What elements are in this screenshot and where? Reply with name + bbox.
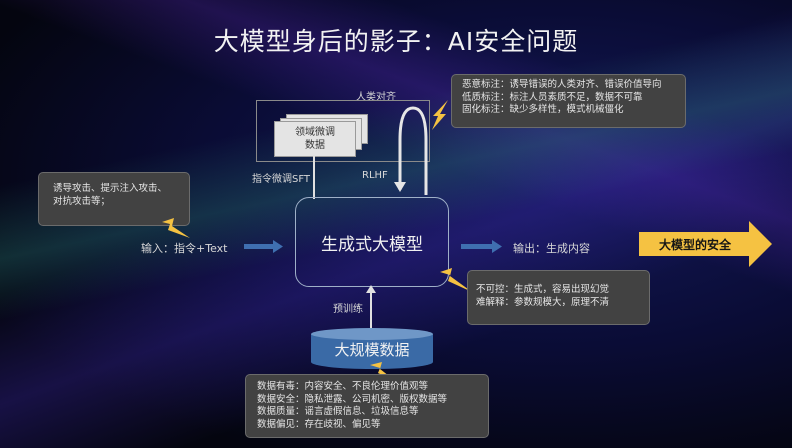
output-label: 输出：生成内容: [513, 242, 590, 255]
data-cylinder-top: [311, 328, 433, 340]
input-label: 输入：指令+Text: [141, 242, 228, 255]
rlhf-label: RLHF: [362, 170, 388, 181]
note-line: 数据安全：隐私泄露、公司机密、版权数据等: [257, 393, 448, 405]
safety-big-arrow: [639, 221, 772, 267]
lightning-icon: [432, 100, 448, 130]
output-arrow-shaft: [461, 244, 493, 249]
output-risk-note: 不可控：生成式，容易出现幻觉 难解释：参数规模大，原理不清: [467, 270, 650, 325]
safety-arrow-label: 大模型的安全: [658, 238, 731, 252]
lightning-icon: [162, 218, 190, 238]
alignment-risk-note: 恶意标注：诱导错误的人类对齐、错误价值导向 低质标注：标注人员素质不足，数据不可…: [451, 74, 686, 128]
input-attack-note: 诱导攻击、提示注入攻击、对抗攻击等；: [38, 172, 190, 226]
lightning-icon: [440, 268, 472, 292]
sft-connector-line: [313, 155, 315, 199]
note-line: 低质标注：标注人员素质不足，数据不可靠: [462, 91, 643, 103]
note-line: 不可控：生成式，容易出现幻觉: [476, 284, 610, 295]
note-line: 固化标注：缺少多样性，模式机械僵化: [462, 104, 624, 115]
note-line: 数据质量：谣言虚假信息、垃圾信息等: [257, 406, 419, 417]
human-alignment-label: 人类对齐: [356, 92, 396, 103]
pretrain-arrowhead: [366, 285, 376, 293]
large-scale-data-label: 大规模数据: [334, 341, 410, 359]
domain-finetune-data: 领域微调 数据: [274, 121, 356, 157]
data-risk-note: 数据有毒：内容安全、不良伦理价值观等 数据安全：隐私泄露、公司机密、版权数据等 …: [245, 374, 489, 438]
output-arrowhead: [492, 240, 502, 253]
rlhf-arrowhead: [394, 182, 406, 192]
note-line: 数据偏见：存在歧视、偏见等: [257, 418, 381, 430]
alignment-box: [256, 100, 430, 162]
note-line: 数据有毒：内容安全、不良伦理价值观等: [257, 381, 429, 392]
sft-label: 指令微调SFT: [252, 174, 311, 185]
generative-model-label: 生成式大模型: [321, 234, 423, 255]
pretrain-connector-line: [370, 290, 372, 330]
slide-title: 大模型身后的影子：AI安全问题: [213, 27, 579, 56]
pretrain-label: 预训练: [333, 304, 363, 315]
input-arrow-shaft: [244, 244, 274, 249]
input-arrowhead: [273, 240, 283, 253]
rlhf-loop-arrow: [394, 106, 428, 195]
note-line: 恶意标注：诱导错误的人类对齐、错误价值导向: [462, 79, 662, 90]
generative-model-box: 生成式大模型: [295, 197, 449, 287]
note-line: 难解释：参数规模大，原理不清: [476, 296, 610, 308]
